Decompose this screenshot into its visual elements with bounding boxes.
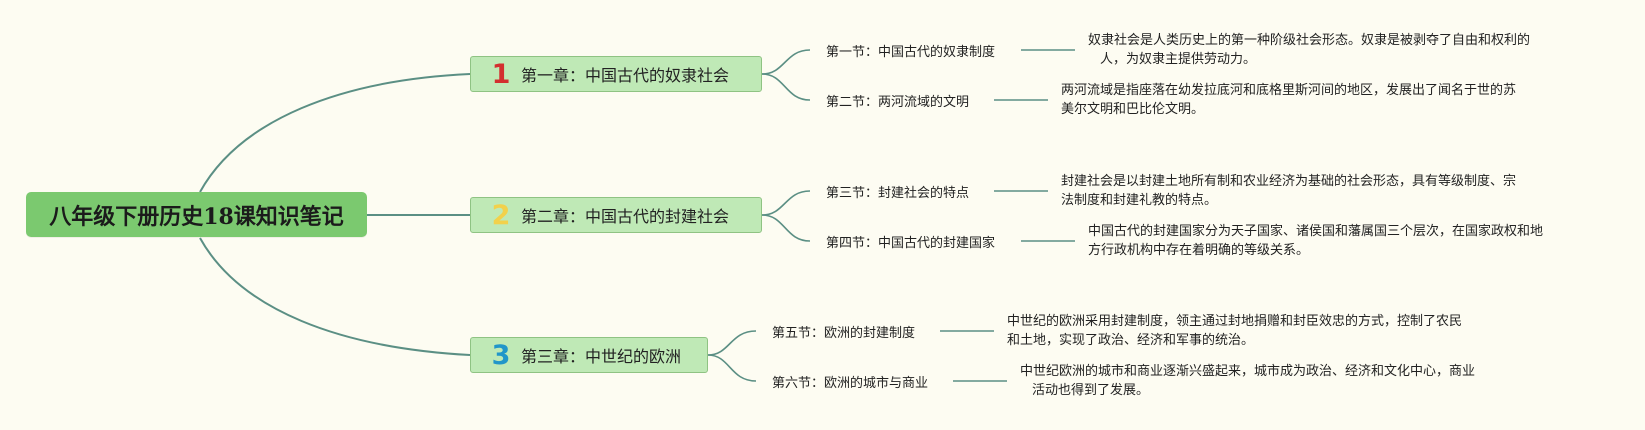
section-4-desc-line-1: 中国古代的封建国家分为天子国家、诸侯国和藩属国三个层次，在国家政权和地 bbox=[1088, 224, 1544, 239]
connector-ch1-s1 bbox=[761, 49, 811, 75]
connector-ch2-s4 bbox=[761, 214, 811, 242]
section-3-description: 封建社会是以封建土地所有制和农业经济为基础的社会形态，具有等级制度、宗 法制度和… bbox=[1061, 172, 1516, 210]
section-2-title: 第二节：两河流域的文明 bbox=[826, 95, 970, 110]
section-2-node[interactable]: 第二节：两河流域的文明 bbox=[826, 91, 969, 110]
connector-ch1-s2 bbox=[761, 73, 811, 101]
section-1-desc-line-1: 奴隶社会是人类历史上的第一种阶级社会形态。奴隶是被剥夺了自由和权利的 bbox=[1088, 33, 1531, 48]
section-5-description: 中世纪的欧洲采用封建制度，领主通过封地捐赠和封臣效忠的方式，控制了农民 和土地，… bbox=[1007, 312, 1462, 350]
connector-root-ch3 bbox=[199, 237, 471, 356]
section-4-desc-line-2: 方行政机构中存在着明确的等级关系。 bbox=[1088, 243, 1310, 258]
chapter-3-title: 第三章：中世纪的欧洲 bbox=[521, 347, 682, 366]
chapter-2-title: 第二章：中国古代的封建社会 bbox=[521, 207, 730, 226]
section-4-title: 第四节：中国古代的封建国家 bbox=[826, 236, 996, 251]
connector-ch2-s3 bbox=[761, 190, 811, 216]
section-1-description: 奴隶社会是人类历史上的第一种阶级社会形态。奴隶是被剥夺了自由和权利的 人，为奴隶… bbox=[1088, 31, 1530, 69]
root-node[interactable]: 八年级下册历史18课知识笔记 bbox=[26, 192, 367, 237]
section-1-title: 第一节：中国古代的奴隶制度 bbox=[826, 45, 996, 60]
chapter-3-node[interactable]: 3 第三章：中世纪的欧洲 bbox=[470, 337, 708, 373]
section-3-node[interactable]: 第三节：封建社会的特点 bbox=[826, 182, 969, 201]
section-6-title: 第六节：欧洲的城市与商业 bbox=[772, 376, 929, 391]
section-5-node[interactable]: 第五节：欧洲的封建制度 bbox=[772, 322, 915, 341]
section-6-description: 中世纪欧洲的城市和商业逐渐兴盛起来，城市成为政治、经济和文化中心，商业 活动也得… bbox=[1020, 362, 1475, 400]
section-3-desc-line-2: 法制度和封建礼教的特点。 bbox=[1061, 193, 1218, 208]
section-1-node[interactable]: 第一节：中国古代的奴隶制度 bbox=[826, 41, 995, 60]
chapter-3-number: 3 bbox=[491, 339, 511, 371]
section-3-title: 第三节：封建社会的特点 bbox=[826, 186, 970, 201]
section-1-desc-line-2: 人，为奴隶主提供劳动力。 bbox=[1100, 52, 1257, 67]
chapter-1-title: 第一章：中国古代的奴隶社会 bbox=[521, 66, 730, 85]
connector-root-ch1 bbox=[199, 73, 471, 193]
section-4-description: 中国古代的封建国家分为天子国家、诸侯国和藩属国三个层次，在国家政权和地 方行政机… bbox=[1088, 222, 1543, 260]
section-6-desc-line-2: 活动也得到了发展。 bbox=[1032, 383, 1150, 398]
section-2-description: 两河流域是指座落在幼发拉底河和底格里斯河间的地区，发展出了闻名于世的苏 美尔文明… bbox=[1061, 81, 1516, 119]
chapter-2-node[interactable]: 2 第二章：中国古代的封建社会 bbox=[470, 197, 762, 233]
section-2-desc-line-2: 美尔文明和巴比伦文明。 bbox=[1061, 102, 1205, 117]
root-title: 八年级下册历史18课知识笔记 bbox=[49, 203, 344, 230]
chapter-1-number: 1 bbox=[491, 58, 511, 90]
section-2-desc-line-1: 两河流域是指座落在幼发拉底河和底格里斯河间的地区，发展出了闻名于世的苏 bbox=[1061, 83, 1517, 98]
connector-ch3-s6 bbox=[707, 354, 757, 382]
section-5-desc-line-1: 中世纪的欧洲采用封建制度，领主通过封地捐赠和封臣效忠的方式，控制了农民 bbox=[1007, 314, 1463, 329]
section-4-node[interactable]: 第四节：中国古代的封建国家 bbox=[826, 232, 995, 251]
section-6-desc-line-1: 中世纪欧洲的城市和商业逐渐兴盛起来，城市成为政治、经济和文化中心，商业 bbox=[1020, 364, 1476, 379]
section-5-desc-line-2: 和土地，实现了政治、经济和军事的统治。 bbox=[1007, 333, 1255, 348]
connector-ch3-s5 bbox=[707, 330, 757, 356]
section-6-node[interactable]: 第六节：欧洲的城市与商业 bbox=[772, 372, 928, 391]
chapter-2-number: 2 bbox=[491, 199, 511, 231]
section-3-desc-line-1: 封建社会是以封建土地所有制和农业经济为基础的社会形态，具有等级制度、宗 bbox=[1061, 174, 1517, 189]
section-5-title: 第五节：欧洲的封建制度 bbox=[772, 326, 916, 341]
chapter-1-node[interactable]: 1 第一章：中国古代的奴隶社会 bbox=[470, 56, 762, 92]
